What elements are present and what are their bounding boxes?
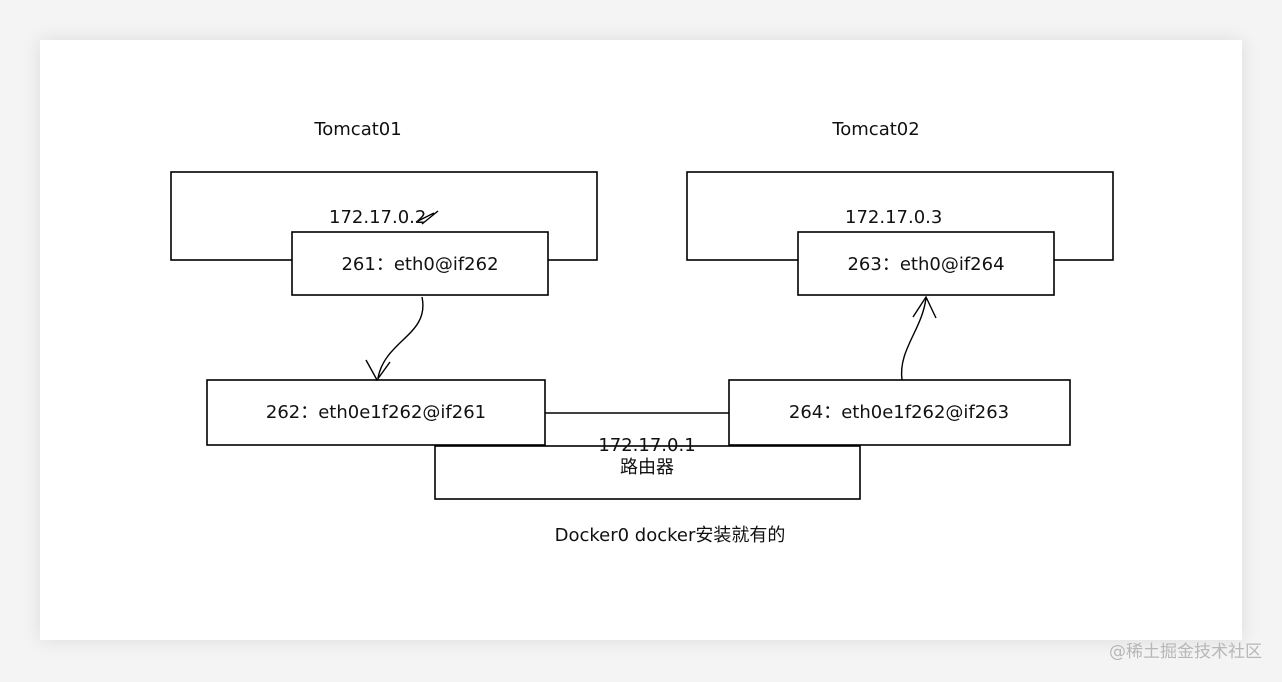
veth-left-box: [206, 379, 546, 446]
veth-left-label: 262：eth0e1f262@if261: [265, 402, 487, 423]
tomcat02-interface: 263：eth0@if264: [847, 254, 1005, 275]
ip-overwrite-scribble: [415, 210, 439, 225]
arrow-down: [377, 296, 424, 379]
gateway-label: 路由器: [620, 457, 674, 478]
veth-right-label: 264：eth0e1f262@if263: [788, 402, 1010, 423]
gateway-ip: 172.17.0.1: [598, 435, 696, 456]
arrow-down-head: [365, 359, 391, 382]
arrow-up: [900, 297, 927, 381]
watermark: @稀土掘金技术社区: [1109, 642, 1262, 662]
docker0-caption: Docker0 docker安装就有的: [554, 525, 786, 546]
diagram-canvas: [40, 40, 1242, 640]
tomcat01-eth0-box: [291, 231, 549, 296]
arrow-up-head: [912, 295, 937, 319]
veth-right-box: [728, 379, 1071, 446]
tomcat02-eth0-box: [797, 231, 1055, 296]
tomcat02-ip: 172.17.0.3: [845, 207, 943, 228]
router-box: [434, 445, 861, 500]
tomcat01-ip: 172.17.0.2: [329, 207, 427, 228]
tomcat02-title: Tomcat02: [832, 119, 920, 140]
tomcat01-interface: 261：eth0@if262: [341, 254, 499, 275]
tomcat01-title: Tomcat01: [314, 119, 402, 140]
